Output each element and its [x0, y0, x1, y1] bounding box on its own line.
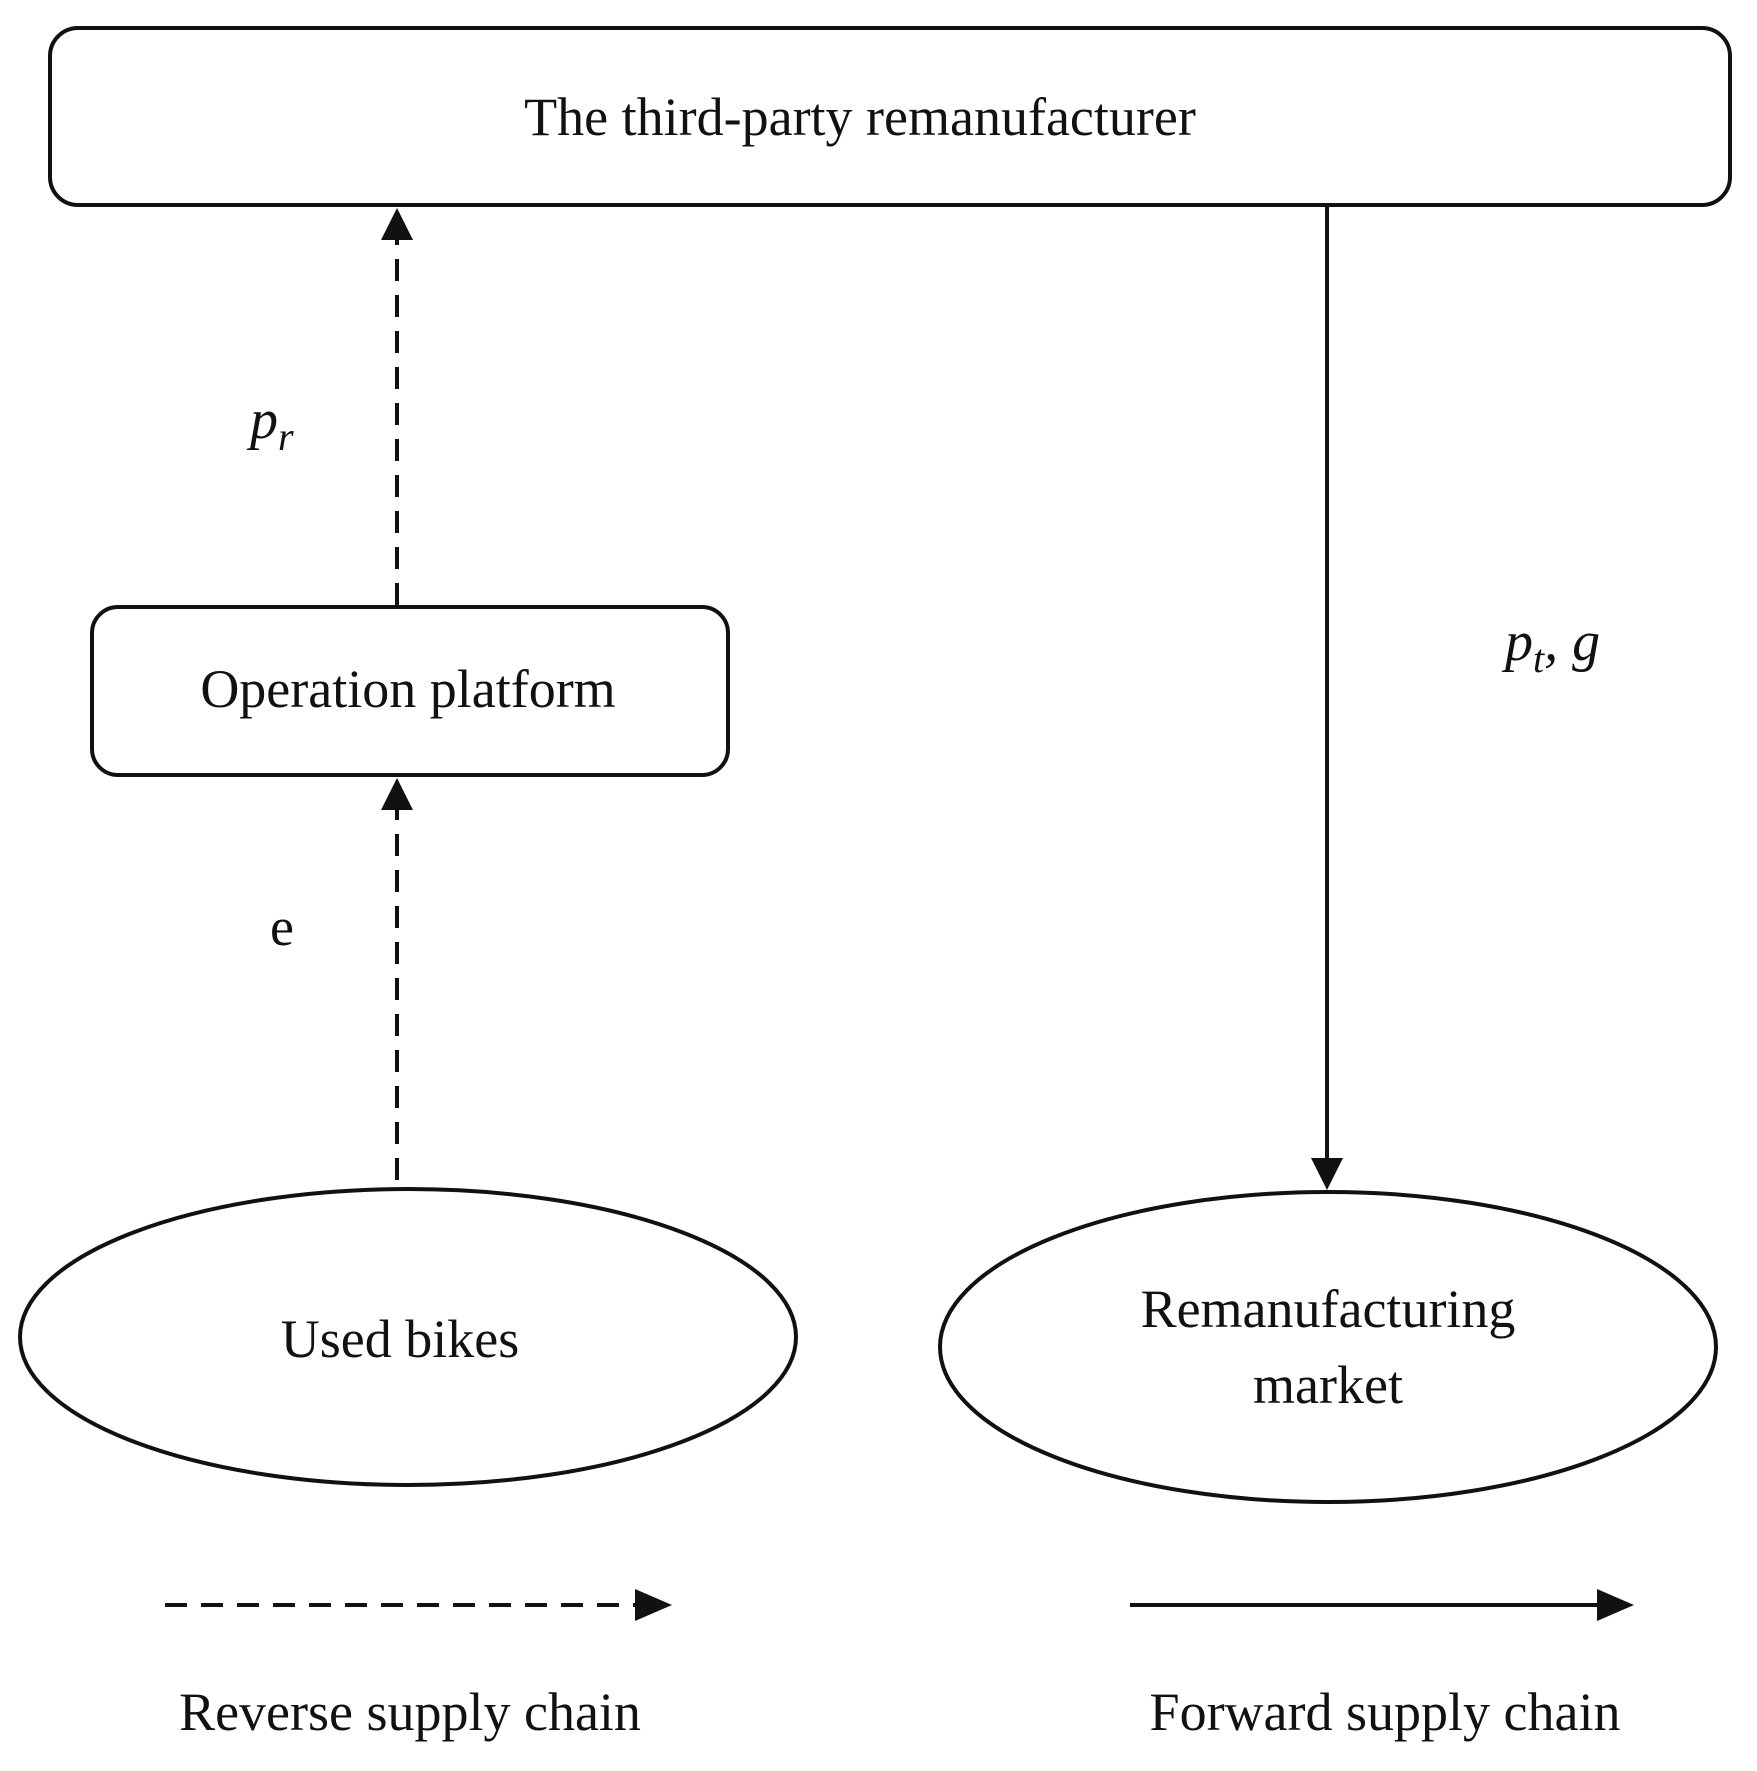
legend-reverse: Reverse supply chain [165, 1589, 672, 1742]
edge-label-e: e [270, 897, 294, 957]
platform-label: Operation platform [200, 659, 615, 719]
arrowhead-bikes-to-platform [381, 778, 413, 810]
arrowhead-platform-to-remanufacturer [381, 208, 413, 240]
legend-dashed-arrowhead [635, 1589, 672, 1621]
remanufacturer-label: The third-party remanufacturer [524, 87, 1196, 147]
used-bikes-label: Used bikes [281, 1309, 519, 1369]
arrowhead-remanufacturer-to-market [1311, 1158, 1343, 1190]
platform-node: Operation platform [90, 605, 730, 777]
market-label-line2: market [1253, 1355, 1403, 1415]
edge-label-pt-g: pt, g [1501, 611, 1600, 681]
market-node: Remanufacturing market [938, 1190, 1718, 1504]
market-label-line1: Remanufacturing [1141, 1279, 1516, 1339]
legend-solid-arrowhead [1597, 1589, 1634, 1621]
legend-forward-label: Forward supply chain [1150, 1682, 1621, 1742]
edge-label-pr: pr [246, 389, 294, 459]
remanufacturer-node: The third-party remanufacturer [48, 26, 1732, 207]
used-bikes-node: Used bikes [18, 1187, 798, 1487]
legend-forward: Forward supply chain [1130, 1589, 1634, 1742]
legend-reverse-label: Reverse supply chain [179, 1682, 641, 1742]
